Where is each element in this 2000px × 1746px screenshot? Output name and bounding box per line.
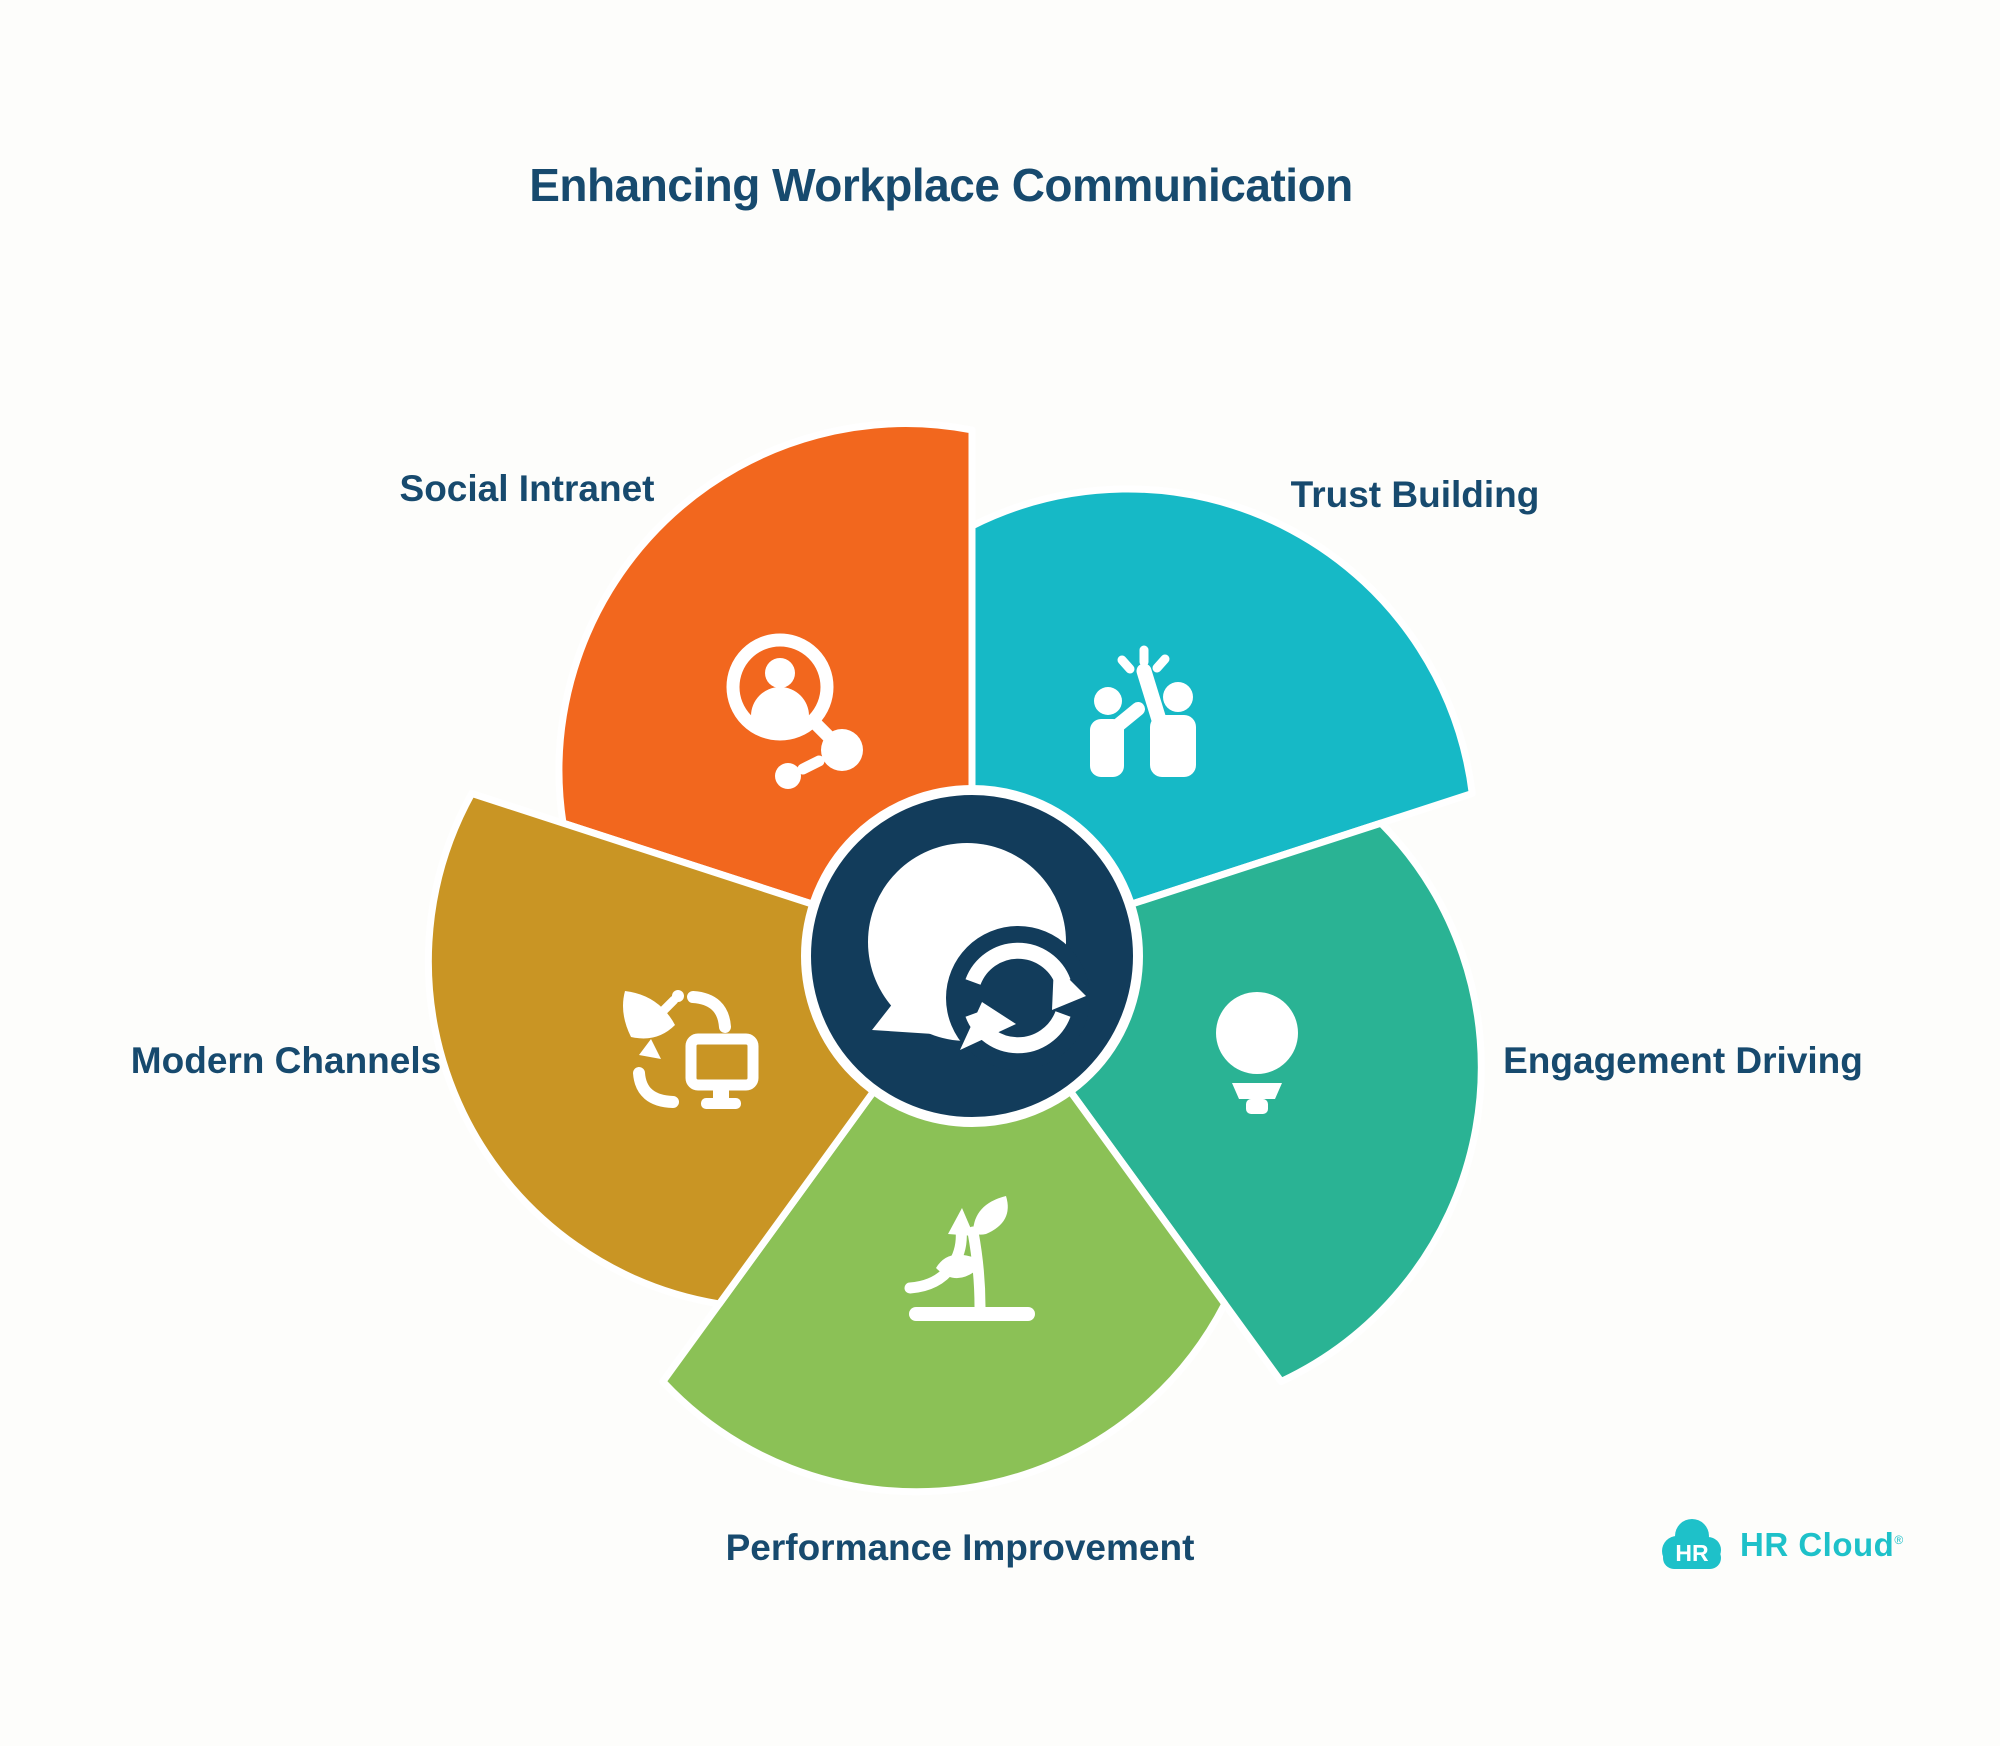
segment-performance-improvement-blade (659, 952, 1229, 1496)
growth-sprout-arrow-icon (904, 1196, 1035, 1321)
segment-label-modern-channels: Modern Channels (130, 1040, 442, 1081)
segment-label-engagement-driving: Engagement Driving (1503, 1040, 1863, 1081)
page-title: Enhancing Workplace Communication (529, 159, 1353, 211)
sync-arrows-icon (960, 942, 1086, 1054)
satellite-computer-icon (623, 990, 759, 1109)
cloud-icon: HR (1662, 1519, 1721, 1569)
user-search-share-icon (726, 633, 863, 789)
registered-mark: ® (1894, 1533, 1904, 1547)
lightbulb-icon (1216, 992, 1298, 1114)
segment-label-performance-improvement: Performance Improvement (725, 1527, 1195, 1568)
hr-cloud-logo: HR HR Cloud® (1656, 1516, 1904, 1574)
segment-trust-building-blade (968, 485, 1476, 960)
logo-wordmark: HR Cloud® (1740, 1526, 1904, 1563)
center-emblem (801, 785, 1143, 1127)
segment-label-trust-building: Trust Building (1290, 474, 1540, 515)
segment-label-social-intranet: Social Intranet (399, 468, 655, 509)
high-five-icon (1090, 645, 1196, 777)
logo-monogram: HR (1675, 1540, 1709, 1566)
